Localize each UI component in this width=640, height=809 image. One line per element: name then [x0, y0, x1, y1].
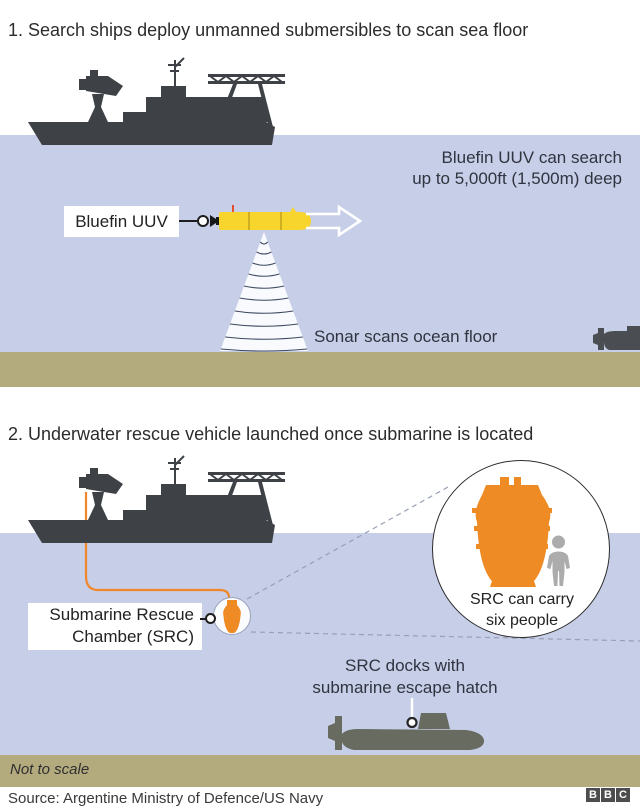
depth-note-line-2: up to 5,000ft (1,500m) deep: [412, 169, 622, 188]
bbc-logo: B B C: [586, 788, 630, 802]
source-credit: Source: Argentine Ministry of Defence/US…: [8, 790, 324, 807]
bbc-logo-letter: C: [616, 788, 630, 802]
src-icon-small: [223, 600, 241, 633]
rescue-cable: [84, 492, 231, 602]
src-label-connector-ring: [205, 613, 216, 624]
magnifier-dashed-lines: [246, 486, 640, 642]
seafloor-section-1: [0, 352, 640, 387]
sonar-caption: Sonar scans ocean floor: [314, 327, 498, 346]
dock-caption-line-1: SRC docks with: [345, 656, 465, 675]
sonar-cone-icon: [220, 232, 308, 352]
bbc-logo-letter: B: [586, 788, 600, 802]
depth-note-line-1: Bluefin UUV can search: [441, 148, 622, 167]
src-label-connector-line: [200, 618, 207, 620]
seafloor-section-2: [0, 755, 640, 787]
src-inset-circle: SRC can carry six people: [432, 460, 610, 638]
person-icon: [547, 535, 570, 586]
src-icon-large: [472, 477, 570, 587]
escape-hatch-marker: [406, 698, 418, 729]
direction-arrow-icon: [306, 204, 362, 238]
depth-note: Bluefin UUV can search up to 5,000ft (1,…: [412, 147, 622, 189]
water-section-1: [0, 135, 640, 352]
scale-note: Not to scale: [10, 761, 90, 778]
inset-caption-line-2: six people: [485, 612, 559, 629]
src-label-box: Submarine Rescue Chamber (SRC): [28, 603, 202, 650]
section-1-title: 1. Search ships deploy unmanned submersi…: [8, 20, 529, 40]
uuv-label-connector-line: [179, 220, 197, 222]
search-ship-icon: [28, 57, 285, 145]
inset-caption-line-1: SRC can carry: [469, 591, 575, 608]
uuv-label-text: Bluefin UUV: [75, 212, 168, 231]
dock-caption-line-2: submarine escape hatch: [312, 678, 498, 697]
submarine-icon-distant: [593, 326, 640, 350]
uuv-label-connector-ring: [197, 215, 209, 227]
section-2-title: 2. Underwater rescue vehicle launched on…: [8, 424, 534, 444]
bbc-logo-letter: B: [601, 788, 615, 802]
src-label-line-1: Submarine Rescue: [49, 605, 194, 624]
src-label-line-2: Chamber (SRC): [72, 627, 194, 646]
uuv-label-box: Bluefin UUV: [64, 206, 179, 237]
dock-caption: SRC docks with submarine escape hatch: [255, 655, 555, 699]
inset-caption: SRC can carry six people: [433, 589, 611, 631]
search-ship-icon: [28, 455, 285, 543]
submarine-icon: [328, 713, 485, 750]
bluefin-uuv-icon: [210, 204, 362, 238]
